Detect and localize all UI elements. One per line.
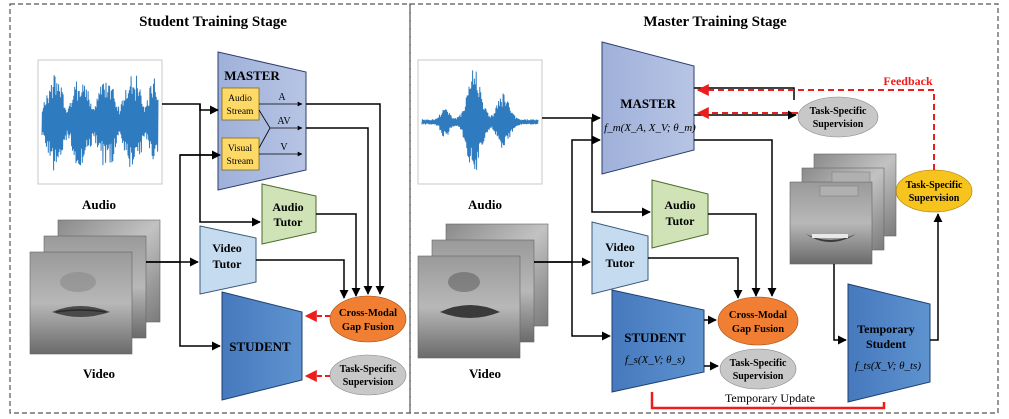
- left-audio-stream-line2: Stream: [227, 107, 255, 117]
- left-audio-tutor-line2: Tutor: [274, 215, 304, 229]
- right-supervision-bottom-node: Task-Specific Supervision: [719, 348, 797, 390]
- right-supervision-mid-line1: Task-Specific: [810, 106, 867, 117]
- left-video-tutor-block: Video Tutor: [199, 225, 257, 295]
- right-fusion-node: Cross-Modal Gap Fusion: [717, 296, 799, 346]
- right-supervision-bottom-line2: Supervision: [733, 371, 784, 382]
- right-video-frames: [417, 223, 549, 359]
- right-master-block: MASTER f_m(X_A, X_V; θ_m): [601, 41, 696, 175]
- left-out-v: V: [280, 142, 288, 153]
- right-temp-student-line1: Temporary: [857, 322, 915, 336]
- left-supervision-line1: Task-Specific: [340, 364, 397, 375]
- right-panel-title: Master Training Stage: [643, 14, 787, 30]
- left-video-label: Video: [83, 366, 115, 381]
- right-fusion-line1: Cross-Modal: [729, 310, 787, 321]
- left-panel-title: Student Training Stage: [139, 14, 287, 30]
- left-fusion-line1: Cross-Modal: [339, 308, 397, 319]
- right-supervision-bottom-line1: Task-Specific: [730, 358, 787, 369]
- left-audio-tutor-line1: Audio: [272, 200, 303, 214]
- right-panel-frame: [409, 3, 999, 414]
- left-master-block: MASTER Audio Stream Visual Stream A AV V: [217, 51, 307, 191]
- right-feedback-arrows: [696, 84, 935, 170]
- left-video-tutor-line1: Video: [212, 241, 242, 255]
- right-supervision-highlight-node: Task-Specific Supervision: [895, 169, 973, 213]
- right-temporary-update-path: [650, 392, 886, 410]
- right-supervision-highlight-line1: Task-Specific: [906, 180, 963, 191]
- left-video-frames: [29, 219, 161, 355]
- left-audio-stream-line1: Audio: [228, 94, 252, 104]
- right-student-block: STUDENT f_s(X_V; θ_s): [611, 289, 705, 393]
- right-temp-student-block: Temporary Student f_ts(X_V; θ_ts): [847, 283, 931, 403]
- right-video-tutor-line2: Tutor: [606, 256, 636, 270]
- left-master-label: MASTER: [224, 68, 280, 83]
- left-fusion-line2: Gap Fusion: [342, 322, 394, 333]
- left-video-tutor-line2: Tutor: [213, 257, 243, 271]
- right-audio-waveform: [417, 59, 543, 185]
- right-audio-tutor-line2: Tutor: [666, 214, 696, 228]
- right-video-tutor-block: Video Tutor: [591, 221, 649, 295]
- right-audio-tutor-block: Audio Tutor: [651, 179, 709, 249]
- left-out-av: AV: [277, 116, 291, 127]
- left-audio-waveform: [37, 59, 163, 185]
- right-temp-video-frames: [789, 153, 897, 265]
- left-visual-stream-box: [221, 137, 260, 171]
- left-visual-stream-line1: Visual: [228, 144, 253, 154]
- right-audio-label: Audio: [468, 197, 502, 212]
- left-fusion-node: Cross-Modal Gap Fusion: [329, 295, 407, 343]
- left-out-a: A: [278, 92, 286, 103]
- left-audio-tutor-block: Audio Tutor: [261, 183, 317, 245]
- left-audio-label: Audio: [82, 197, 116, 212]
- left-supervision-line2: Supervision: [343, 377, 394, 388]
- left-student-label: STUDENT: [229, 339, 291, 354]
- left-supervision-node: Task-Specific Supervision: [329, 354, 407, 396]
- right-feedback-label: Feedback: [883, 74, 933, 88]
- right-temporary-update-label: Temporary Update: [725, 391, 815, 405]
- right-video-label: Video: [469, 366, 501, 381]
- left-student-block: STUDENT: [221, 291, 303, 401]
- left-visual-stream-line2: Stream: [227, 157, 255, 167]
- right-supervision-mid-line2: Supervision: [813, 119, 864, 130]
- right-temp-student-line2: Student: [866, 337, 906, 351]
- right-connectors: [534, 87, 943, 371]
- right-temp-student-formula: f_ts(X_V; θ_ts): [855, 360, 921, 372]
- right-video-tutor-line1: Video: [605, 240, 635, 254]
- right-audio-tutor-line1: Audio: [664, 198, 695, 212]
- right-supervision-mid-node: Task-Specific Supervision: [797, 96, 879, 138]
- right-fusion-line2: Gap Fusion: [732, 324, 784, 335]
- left-connectors: [146, 103, 385, 351]
- right-master-formula: f_m(X_A, X_V; θ_m): [604, 122, 696, 134]
- left-panel-frame: [9, 3, 411, 414]
- right-supervision-highlight-line2: Supervision: [909, 193, 960, 204]
- right-student-label: STUDENT: [624, 330, 686, 345]
- right-master-label: MASTER: [620, 96, 676, 111]
- right-student-formula: f_s(X_V; θ_s): [625, 354, 685, 366]
